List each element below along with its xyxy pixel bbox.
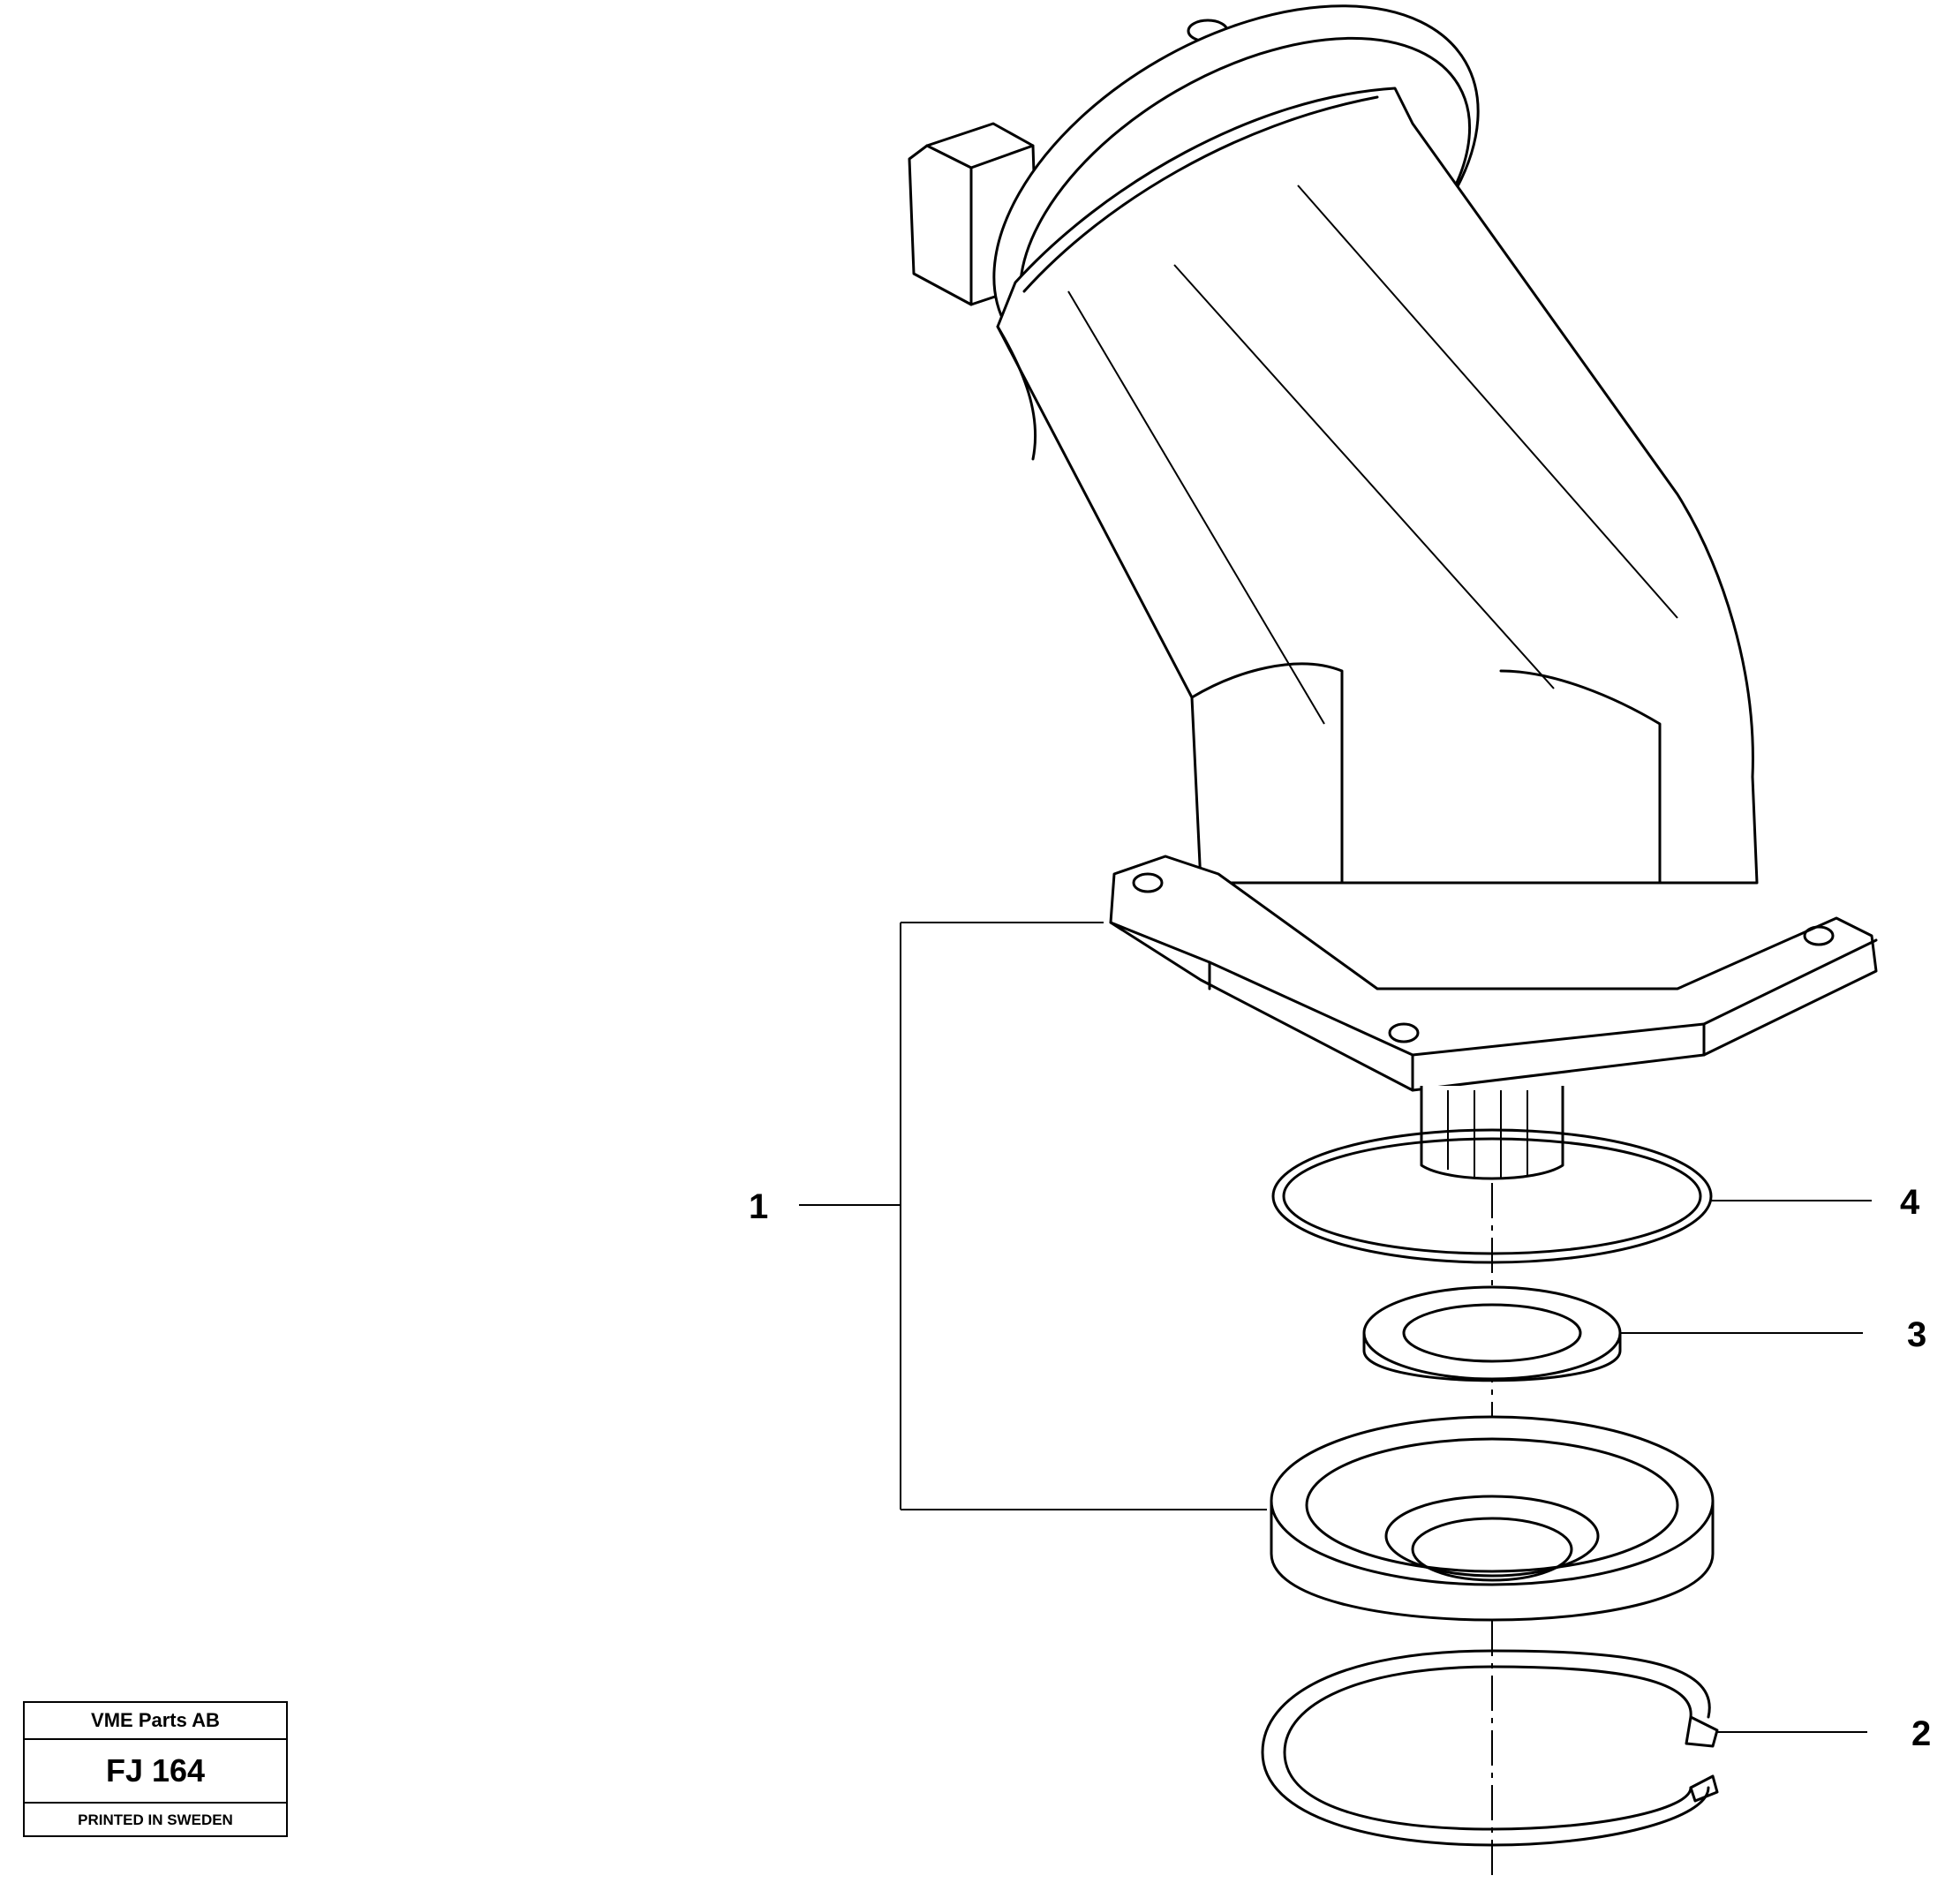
- leader-lines: [799, 922, 1872, 1733]
- callout-2: 2: [1911, 1714, 1931, 1753]
- stamp-company: VME Parts AB: [25, 1703, 286, 1740]
- stamp-code: FJ 164: [25, 1740, 286, 1804]
- seal-washer-part-3: [1362, 1285, 1622, 1382]
- title-stamp: VME Parts AB FJ 164 PRINTED IN SWEDEN: [23, 1701, 288, 1837]
- hydraulic-motor-drawing: [908, 4, 1878, 1180]
- stamp-printed: PRINTED IN SWEDEN: [78, 1811, 233, 1828]
- bearing-cover-part-1: [1270, 1415, 1715, 1622]
- callout-3: 3: [1907, 1315, 1926, 1354]
- o-ring-part-4: [1271, 1128, 1713, 1264]
- callout-4: 4: [1900, 1183, 1920, 1222]
- snap-ring-part-2: [1261, 1649, 1719, 1847]
- callout-1: 1: [749, 1187, 768, 1226]
